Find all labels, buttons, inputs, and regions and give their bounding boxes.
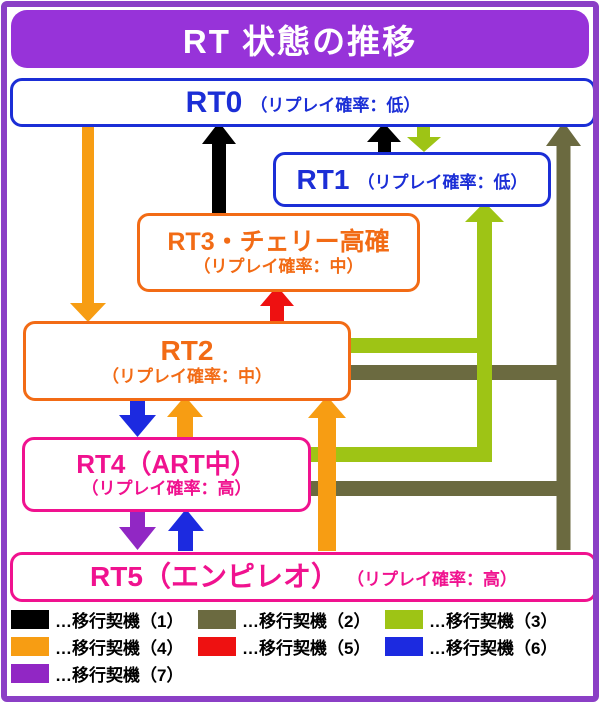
legend-swatch-trigger-1	[11, 610, 49, 629]
legend-swatch-trigger-7	[11, 664, 49, 683]
legend-item-trigger-6: …移行契機（6）	[385, 637, 591, 658]
legend-label-trigger-7: …移行契機（7）	[55, 666, 184, 685]
arrow-rt0-to-rt2	[70, 121, 106, 322]
legend-item-trigger-2: …移行契機（2）	[198, 610, 385, 631]
node-rt5-sub: （リプレイ確率：高）	[346, 570, 517, 590]
legend-label-trigger-2: …移行契機（2）	[242, 612, 371, 631]
arrow-rt5-to-rt4	[168, 509, 204, 551]
legend-swatch-trigger-3	[385, 610, 423, 629]
legend-swatch-trigger-6	[385, 637, 423, 656]
legend-label-trigger-5: …移行契機（5）	[242, 639, 371, 658]
node-rt3-sub: （リプレイ確率：中）	[193, 256, 364, 276]
node-rt2-sub: （リプレイ確率：中）	[102, 366, 272, 386]
arrow-rt4-to-rt5	[119, 506, 156, 550]
node-rt5-label: RT5（エンピレオ）	[90, 561, 339, 593]
node-rt0-label: RT0	[185, 85, 243, 119]
node-rt3-label: RT3・チェリー高確	[167, 228, 390, 257]
node-rt3: RT3・チェリー高確 （リプレイ確率：中）	[137, 213, 420, 292]
page-title: RT 状態の推移	[182, 23, 418, 60]
node-rt5: RT5（エンピレオ） （リプレイ確率：高）	[10, 552, 597, 602]
arrow-rt5-to-rt2	[308, 396, 346, 551]
legend-swatch-trigger-2	[198, 610, 236, 629]
node-rt2-label: RT2	[160, 335, 214, 367]
arrow-rt1-to-rt0	[367, 123, 401, 153]
legend-swatch-trigger-4	[11, 637, 49, 656]
legend-item-trigger-7: …移行契機（7）	[11, 664, 198, 685]
legend: …移行契機（1） …移行契機（2） …移行契機（3） …移行契機（4） …移行契…	[11, 610, 591, 685]
legend-item-trigger-1: …移行契機（1）	[11, 610, 198, 631]
legend-label-trigger-1: …移行契機（1）	[55, 612, 184, 631]
node-rt4: RT4（ART中） （リプレイ確率：高）	[22, 437, 311, 512]
node-rt1: RT1 （リプレイ確率：低）	[273, 152, 551, 207]
legend-label-trigger-3: …移行契機（3）	[429, 612, 558, 631]
legend-item-trigger-4: …移行契機（4）	[11, 637, 198, 658]
arrow-rt2-to-rt4	[119, 395, 156, 437]
node-rt1-label: RT1	[296, 163, 350, 195]
arrow-to-rt0-trigger2	[305, 122, 581, 550]
arrow-to-rt1-trigger3	[305, 202, 504, 462]
node-rt1-sub: （リプレイ確率：低）	[357, 172, 528, 192]
node-rt4-sub: （リプレイ確率：高）	[81, 479, 252, 499]
node-rt0-sub: （リプレイ確率：低）	[250, 95, 421, 115]
title-bar: RT 状態の推移	[11, 10, 589, 68]
arrow-rt2-to-rt3	[260, 286, 294, 322]
legend-label-trigger-6: …移行契機（6）	[429, 639, 558, 658]
node-rt0: RT0 （リプレイ確率：低）	[10, 78, 596, 127]
legend-item-trigger-5: …移行契機（5）	[198, 637, 385, 658]
node-rt4-label: RT4（ART中）	[76, 448, 257, 479]
arrow-rt3-to-rt0	[202, 122, 236, 214]
legend-item-trigger-3: …移行契機（3）	[385, 610, 591, 631]
legend-swatch-trigger-5	[198, 637, 236, 656]
legend-label-trigger-4: …移行契機（4）	[55, 639, 184, 658]
arrow-rt4-to-rt2	[167, 396, 203, 438]
node-rt2: RT2 （リプレイ確率：中）	[23, 321, 351, 401]
